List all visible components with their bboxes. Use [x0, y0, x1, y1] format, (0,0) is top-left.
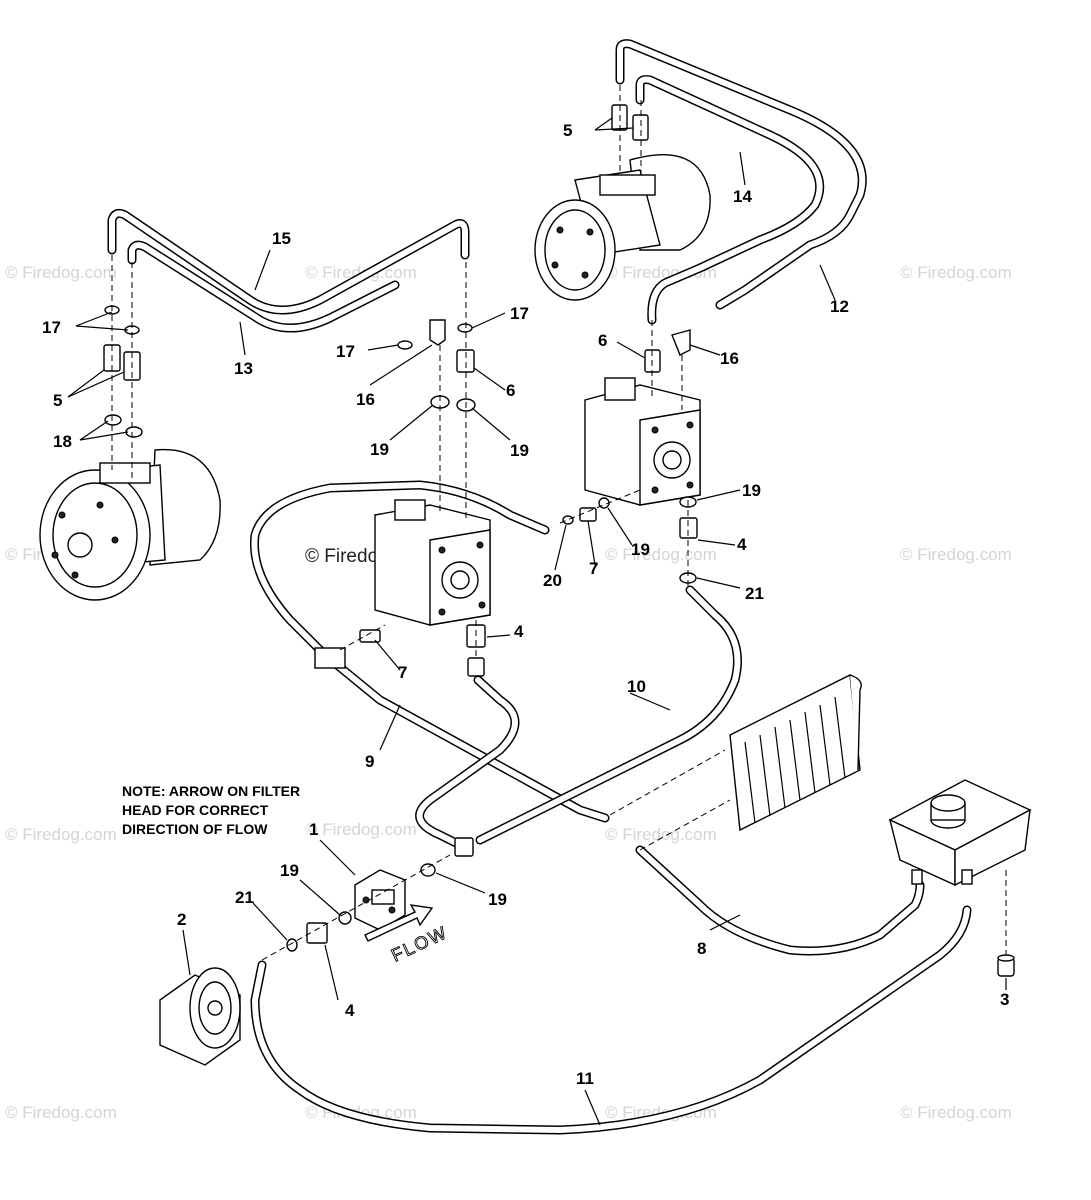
callout-12: 12 [830, 297, 849, 316]
watermark: © Firedog.com [605, 545, 717, 564]
callout-5: 5 [563, 121, 572, 140]
fitting-item-3 [997, 954, 1015, 977]
oil-filter [159, 967, 241, 1066]
note-line: DIRECTION OF FLOW [122, 821, 268, 837]
leader-lines [67, 117, 1007, 1126]
flow-direction-note: NOTE: ARROW ON FILTER HEAD FOR CORRECT D… [122, 783, 300, 837]
callout-15: 15 [272, 229, 291, 248]
callout-labels: 1 2 3 4 4 4 5 5 6 6 7 7 8 9 10 11 12 13 … [42, 121, 1009, 1088]
callout-1: 1 [309, 820, 318, 839]
callout-16: 16 [720, 349, 739, 368]
callout-9: 9 [365, 752, 374, 771]
right-hydraulic-pump [584, 377, 701, 506]
callout-4: 4 [737, 535, 747, 554]
callout-10: 10 [627, 677, 646, 696]
callout-8: 8 [697, 939, 706, 958]
callout-17: 17 [42, 318, 61, 337]
filter-head [354, 869, 406, 931]
callout-21: 21 [745, 584, 764, 603]
watermark: © Firedog.com [900, 545, 1012, 564]
watermark: © Firedog.com [5, 263, 117, 282]
watermark: © Firedog.com [900, 1103, 1012, 1122]
flow-label: FLOW [388, 922, 451, 965]
hose-13-15 [107, 208, 470, 333]
callout-19: 19 [370, 440, 389, 459]
watermark: © Firedog.com [900, 263, 1012, 282]
left-hydraulic-motor [39, 448, 221, 601]
callout-2: 2 [177, 910, 186, 929]
callout-3: 3 [1000, 990, 1009, 1009]
callout-14: 14 [733, 187, 752, 206]
hose-11 [250, 905, 972, 1135]
center-hydraulic-pump [374, 499, 491, 626]
callout-19: 19 [280, 861, 299, 880]
hose-10 [475, 585, 742, 845]
callout-4: 4 [345, 1001, 355, 1020]
callout-20: 20 [543, 571, 562, 590]
watermark: © Firedog.com [605, 825, 717, 844]
watermark: © Firedog.com [5, 825, 117, 844]
watermark: © Firedog.com [5, 1103, 117, 1122]
callout-11: 11 [576, 1069, 594, 1088]
hydraulic-reservoir [888, 779, 1032, 887]
note-line: NOTE: ARROW ON FILTER [122, 783, 300, 799]
hose-center [415, 675, 520, 850]
callout-19: 19 [742, 481, 761, 500]
callout-5: 5 [53, 391, 62, 410]
oil-cooler [729, 673, 862, 832]
watermark: © Firedog.com [305, 820, 417, 839]
callout-4: 4 [514, 622, 524, 641]
callout-17: 17 [510, 304, 529, 323]
hose-9 [249, 480, 610, 823]
note-line: HEAD FOR CORRECT [122, 802, 269, 818]
callout-17: 17 [336, 342, 355, 361]
callout-18: 18 [53, 432, 72, 451]
hose-12-14 [615, 39, 867, 325]
callout-6: 6 [598, 331, 607, 350]
callout-13: 13 [234, 359, 253, 378]
callout-16: 16 [356, 390, 375, 409]
callout-7: 7 [589, 559, 598, 578]
callout-21: 21 [235, 888, 254, 907]
callout-6: 6 [506, 381, 515, 400]
callout-19: 19 [510, 441, 529, 460]
upper-hydraulic-motor [534, 153, 711, 301]
callout-7: 7 [398, 663, 407, 682]
callout-19: 19 [631, 540, 650, 559]
fittings [103, 85, 1007, 961]
callout-19: 19 [488, 890, 507, 909]
hose-8 [635, 845, 925, 956]
